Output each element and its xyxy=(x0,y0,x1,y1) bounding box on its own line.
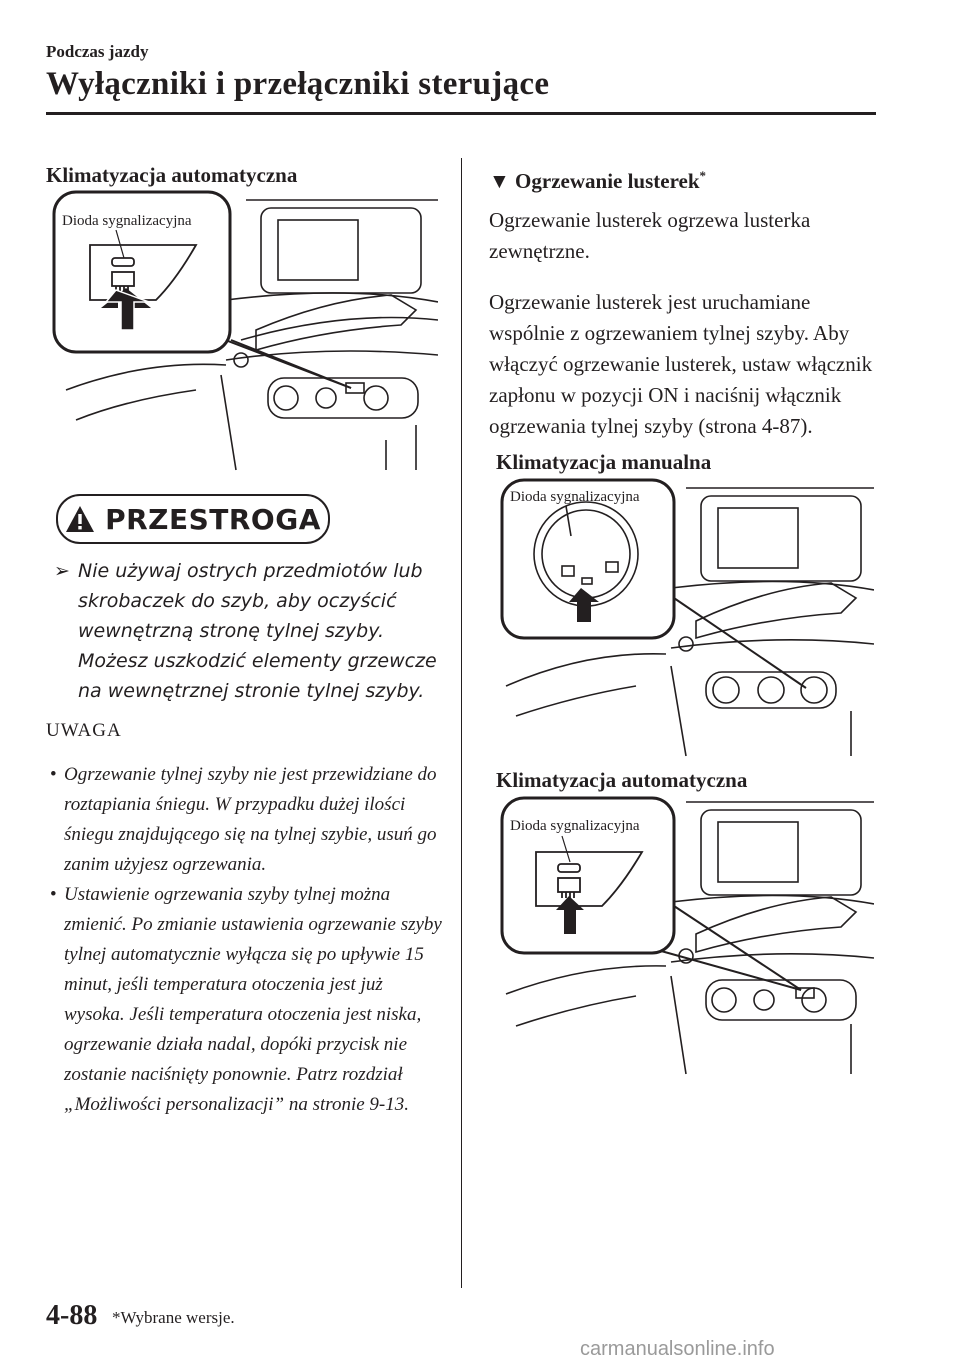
manual-heading: Klimatyzacja manualna xyxy=(496,450,712,474)
watermark: carmanualsonline.info xyxy=(580,1338,775,1360)
manual-label: Dioda sygnalizacyjna xyxy=(510,489,640,505)
right-heading-text: Ogrzewanie lusterek xyxy=(515,169,700,193)
arrow-bullet-icon: ➢ xyxy=(54,560,70,582)
note-item: • Ogrzewanie tylnej szyby nie jest przew… xyxy=(50,760,444,880)
auto-heading: Klimatyzacja automatyczna xyxy=(496,768,748,792)
heading-asterisk: * xyxy=(699,168,707,183)
title-rule xyxy=(46,112,876,115)
notes-list: • Ogrzewanie tylnej szyby nie jest przew… xyxy=(50,760,444,1120)
column-divider xyxy=(461,158,462,1288)
bullet-icon: • xyxy=(50,884,57,905)
caution-text: ➢ Nie używaj ostrych przedmiotów lub skr… xyxy=(54,556,444,706)
note-item: • Ustawienie ogrzewania szyby tylnej moż… xyxy=(50,880,444,1120)
bullet-icon: • xyxy=(50,764,57,785)
footnote: *Wybrane wersje. xyxy=(112,1308,235,1327)
note-title: UWAGA xyxy=(46,720,122,741)
right-heading: ▼ Ogrzewanie lusterek* xyxy=(489,168,706,194)
right-paragraph-2: Ogrzewanie lusterek jest uruchamiane wsp… xyxy=(489,290,873,438)
page-title: Wyłączniki i przełączniki sterujące xyxy=(46,66,550,102)
illustration-label: Dioda sygnalizacyjna xyxy=(62,213,192,229)
page-number: 4-88 xyxy=(46,1300,98,1331)
right-paragraph-1: Ogrzewanie lusterek ogrzewa lusterka zew… xyxy=(489,208,811,263)
triangle-marker-icon: ▼ xyxy=(489,169,510,193)
note-text: Ustawienie ogrzewania szyby tylnej można… xyxy=(64,884,442,1115)
auto-label: Dioda sygnalizacyjna xyxy=(510,818,640,834)
caution-label: PRZESTROGA xyxy=(105,502,321,536)
caution-paragraph: Nie używaj ostrych przedmiotów lub skrob… xyxy=(78,560,437,702)
note-text: Ogrzewanie tylnej szyby nie jest przewid… xyxy=(64,764,437,875)
section-label: Podczas jazdy xyxy=(46,42,149,61)
warning-icon xyxy=(66,506,95,532)
left-heading: Klimatyzacja automatyczna xyxy=(46,163,298,187)
auto-climate-illustration-right: Dioda sygnalizacyjna xyxy=(500,796,874,1075)
caution-box: PRZESTROGA xyxy=(56,494,330,544)
auto-climate-illustration: Dioda sygnalizacyjna xyxy=(52,190,438,471)
manual-climate-illustration: Dioda sygnalizacyjna xyxy=(500,478,874,757)
